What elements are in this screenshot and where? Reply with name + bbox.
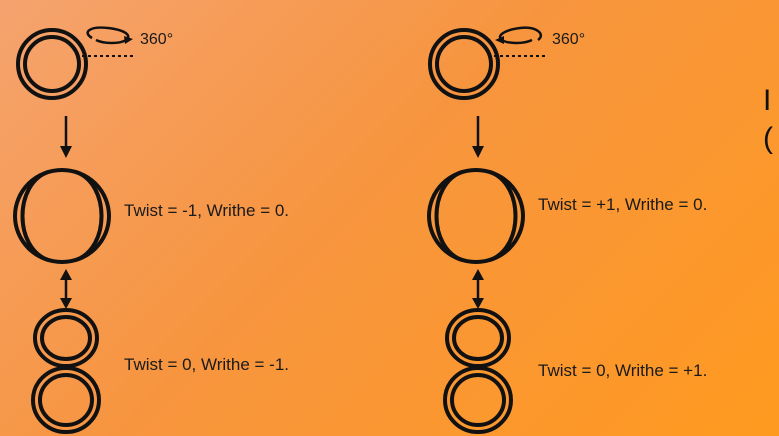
left-rotation-arrow-icon	[86, 26, 130, 45]
right-state-1-label: Twist = +1, Writhe = 0.	[538, 195, 708, 214]
edge-text-line-1: I	[763, 86, 772, 116]
left-open-ring	[13, 168, 111, 264]
right-open-ring	[427, 168, 525, 264]
left-state-2-label: Twist = 0, Writhe = -1.	[124, 355, 290, 374]
left-rotation-label: 360°	[140, 31, 174, 48]
left-figure-eight	[31, 308, 101, 434]
right-state-2-label: Twist = 0, Writhe = +1.	[538, 361, 708, 380]
right-twisted-ring	[428, 26, 548, 100]
right-rotation-label: 360°	[552, 31, 586, 48]
left-double-arrow-icon	[60, 269, 72, 309]
left-twisted-ring	[16, 26, 136, 100]
right-figure-eight	[443, 308, 513, 434]
right-rotation-arrow-icon	[498, 26, 543, 45]
right-down-arrow-icon	[472, 116, 484, 158]
edge-text-line-2: (	[763, 124, 773, 154]
left-down-arrow-icon	[60, 116, 72, 158]
right-double-arrow-icon	[472, 269, 484, 309]
left-state-1-label: Twist = -1, Writhe = 0.	[124, 201, 290, 220]
